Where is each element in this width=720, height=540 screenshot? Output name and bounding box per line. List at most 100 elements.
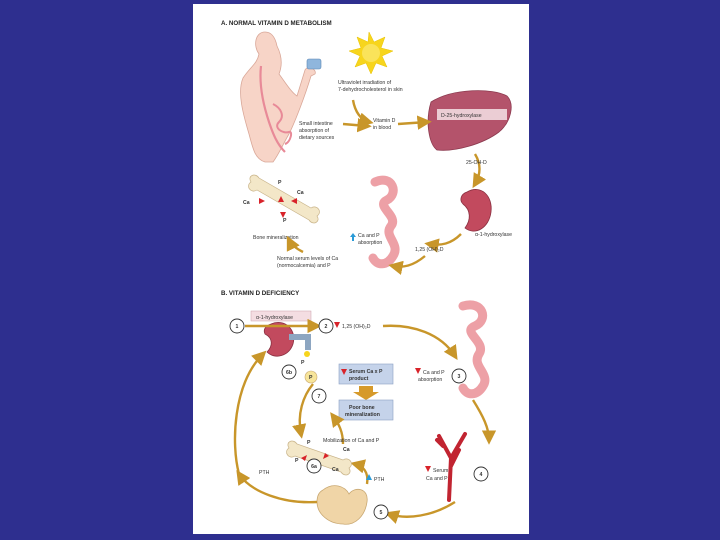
- uv-text-line2: 7-dehydrocholesterol in skin: [338, 87, 403, 93]
- sun-icon: [348, 31, 394, 75]
- arrow-blood-to-parathyroid: [384, 500, 456, 524]
- parathyroid-gland-icon: [316, 485, 368, 525]
- svg-text:7: 7: [318, 394, 321, 400]
- arrow-serum-to-bone: [286, 235, 304, 254]
- intestine-icon: [368, 175, 400, 269]
- arrow-pth-right: [350, 459, 369, 485]
- arrow-uv-to-blood: [351, 99, 374, 127]
- p-label-drop: P: [309, 375, 313, 381]
- p-label-b-left: P: [295, 458, 299, 464]
- red-arrow-icon: [280, 212, 286, 218]
- d25-hydroxylase-label: D-25-hydroxylase: [441, 113, 482, 119]
- p-label-b-top: P: [307, 440, 311, 446]
- arrow-intestine-to-blood-b: [471, 399, 497, 445]
- step-4-badge: 4: [473, 466, 489, 482]
- red-arrow-icon: [301, 455, 307, 461]
- serum-product-line1: Serum Ca x P: [349, 369, 383, 375]
- down-block-arrow-icon: [353, 386, 379, 400]
- svg-text:6b: 6b: [286, 370, 292, 376]
- alpha1-hydroxylase-a: α-1-hydroxylase: [475, 232, 512, 238]
- serum-product-line2: product: [349, 376, 369, 382]
- step-3-badge: 3: [451, 368, 467, 384]
- step-1-badge: 1: [229, 318, 245, 334]
- oh2d-label-b: 1,25 (OH)₂D: [342, 324, 371, 330]
- arrow-oh2d-to-serum: [388, 255, 426, 275]
- phosphate-drop-icon: [304, 370, 318, 384]
- ca-label-b-bottom: Ca: [332, 467, 339, 473]
- svg-text:3: 3: [458, 374, 461, 380]
- intestine-text-line3: dietary sources: [299, 135, 335, 141]
- arrow-intestine-to-blood: [342, 118, 372, 133]
- pth-label-left: PTH: [259, 470, 270, 476]
- ca-label-a-top: Ca: [297, 190, 304, 196]
- up-arrow-icon: [366, 474, 372, 480]
- red-arrow-icon: [259, 198, 265, 204]
- intestine-text-line2: absorption of: [299, 128, 330, 134]
- 25-oh-d-label: 25-OH-D: [466, 160, 487, 166]
- poor-bone-line1: Poor bone: [349, 405, 375, 411]
- liver-icon: [427, 90, 512, 151]
- svg-text:1: 1: [236, 324, 239, 330]
- blood-vessel-icon: [435, 432, 467, 502]
- svg-text:4: 4: [480, 472, 483, 478]
- figure-page: A. NORMAL VITAMIN D METABOLISM Ultraviol…: [193, 4, 529, 534]
- arrow-blood-to-liver: [397, 115, 432, 130]
- arrow-bone-to-serum: [330, 412, 345, 445]
- p-label-a: P: [278, 180, 282, 186]
- down-arrow-icon: [425, 466, 431, 472]
- mobilization-label: Mobilization of Ca and P: [323, 438, 380, 444]
- red-arrow-icon: [291, 198, 297, 204]
- intestine-icon: [458, 300, 490, 399]
- alpha1-label-box: [250, 310, 312, 322]
- normal-serum-line1: Normal serum levels of Ca: [277, 256, 338, 262]
- section-a-title: A. NORMAL VITAMIN D METABOLISM: [221, 20, 332, 27]
- uv-text-line1: Ultraviolet irradiation of: [338, 80, 392, 86]
- arrow-pth-left: [236, 470, 318, 504]
- step-6a-badge: 6a: [306, 458, 322, 474]
- arrow-kidney-to-oh2d: [424, 233, 462, 253]
- down-arrow-icon: [334, 322, 340, 328]
- down-arrow-icon: [341, 369, 347, 375]
- serum-label-line2: Ca and P: [426, 476, 448, 482]
- step-5-badge: 5: [373, 504, 389, 520]
- drink-bottle-icon: [306, 58, 322, 70]
- svg-text:6a: 6a: [311, 464, 317, 470]
- ca-label-b-top: Ca: [343, 447, 350, 453]
- bone-icon: [248, 174, 320, 224]
- poor-bone-line2: mineralization: [345, 412, 380, 418]
- step-2-badge: 2: [318, 318, 334, 334]
- vitamin-d-blood-line2: in blood: [373, 125, 391, 131]
- poor-bone-box: [338, 399, 394, 421]
- serum-product-box: [338, 363, 394, 385]
- ca-label-a-left: Ca: [243, 200, 250, 206]
- bone-mineralization-label: Bone mineralization: [253, 235, 299, 241]
- serum-label-line1: Serum: [433, 468, 448, 474]
- down-arrow-icon: [415, 368, 421, 374]
- kidney-icon: [263, 322, 295, 357]
- ca-p-absorption-line1-a: Ca and P: [358, 233, 380, 239]
- svg-text:5: 5: [380, 510, 383, 516]
- vitamin-d-blood-line1: Vitamin D: [373, 118, 396, 124]
- pth-label-right: PTH: [374, 477, 385, 483]
- arrow-6b-to-bone: [292, 383, 314, 439]
- p-label-6b: P: [301, 360, 305, 366]
- red-arrow-icon: [278, 196, 284, 202]
- step-7-badge: 7: [311, 388, 327, 404]
- normal-serum-line2: (normocalcemia) and P: [277, 263, 331, 269]
- arrow-oh2d-to-intestine: [382, 324, 458, 361]
- p-label-a-bottom: P: [283, 218, 287, 224]
- oh2d-label-a: 1,25 (OH)₂D: [415, 247, 444, 253]
- up-arrow-icon: [350, 233, 356, 241]
- ca-p-absorption-line2-b: absorption: [418, 377, 442, 383]
- kidney-icon: [460, 189, 492, 232]
- svg-text:2: 2: [325, 324, 328, 330]
- alpha1-hydroxylase-b: α-1-hydroxylase: [256, 315, 293, 321]
- intestine-text-line1: Small intestine: [299, 121, 333, 127]
- red-arrow-icon: [323, 453, 329, 459]
- ca-p-absorption-line2-a: absorption: [358, 240, 382, 246]
- human-figure-icon: [240, 31, 316, 163]
- ca-p-absorption-line1-b: Ca and P: [423, 370, 445, 376]
- vitamin-d-diagram: A. NORMAL VITAMIN D METABOLISM Ultraviol…: [221, 20, 512, 525]
- arrow-pth-to-kidney: [233, 350, 267, 475]
- arrow-liver-to-kidney: [472, 153, 487, 189]
